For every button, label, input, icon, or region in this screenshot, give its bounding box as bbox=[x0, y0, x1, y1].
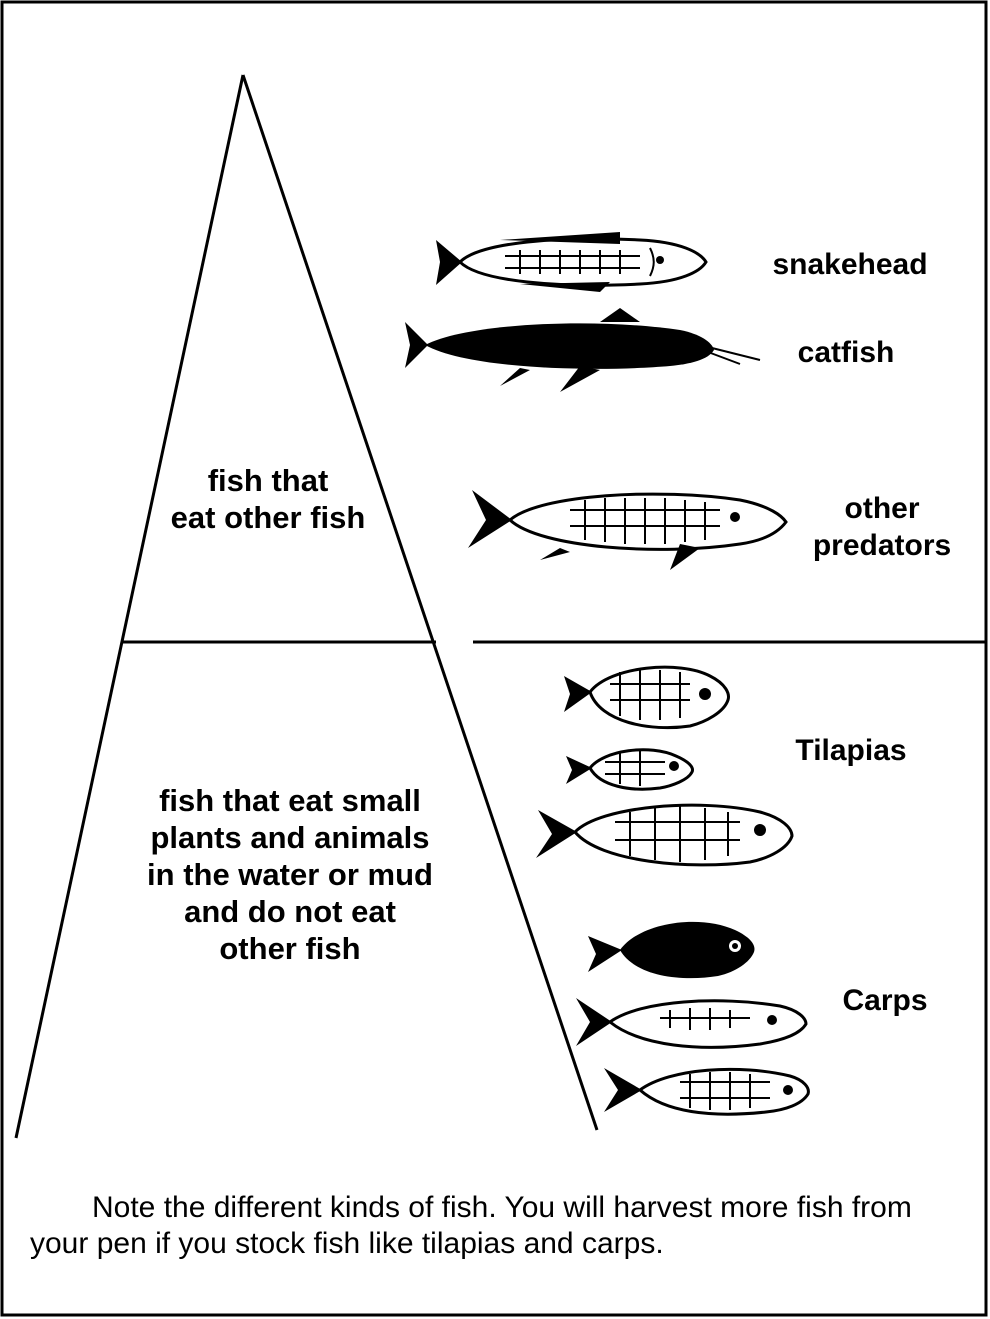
predator-fish-icon bbox=[468, 490, 786, 570]
other-predators-label: other predators bbox=[792, 490, 972, 564]
snakehead-label: snakehead bbox=[752, 246, 948, 283]
tilapias-label: Tilapias bbox=[776, 732, 926, 769]
caption-note: Note the different kinds of fish. You wi… bbox=[30, 1190, 960, 1262]
snakehead-fish-icon bbox=[436, 232, 706, 292]
predator-tier-label: fish that eat other fish bbox=[150, 462, 386, 536]
catfish-label: catfish bbox=[776, 334, 916, 371]
tilapia-fish-icon bbox=[536, 667, 792, 865]
carps-label: Carps bbox=[820, 982, 950, 1019]
pyramid-left-edge bbox=[16, 75, 243, 1138]
pyramid-right-edge bbox=[243, 75, 597, 1130]
catfish-icon bbox=[405, 308, 760, 392]
carp-fish-icon bbox=[576, 922, 808, 1114]
forage-tier-label: fish that eat small plants and animals i… bbox=[128, 782, 452, 967]
